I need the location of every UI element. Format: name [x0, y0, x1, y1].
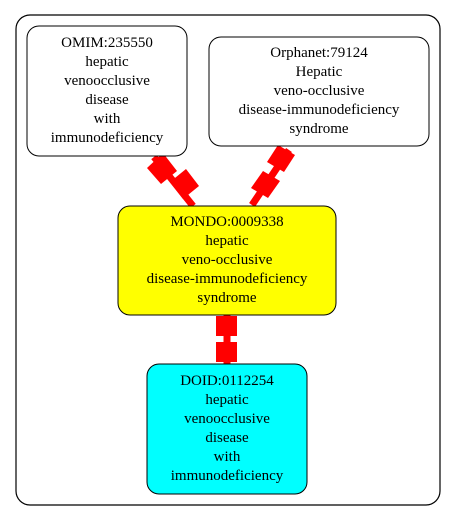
edge-orphanet-to-mondo — [249, 145, 295, 207]
node-omim-box — [26, 25, 188, 157]
node-mondo-box — [117, 205, 337, 316]
node-orphanet-line: veno-occlusive — [274, 83, 365, 99]
node-omim-line: disease — [85, 92, 129, 108]
node-omim-line: hepatic — [85, 54, 129, 70]
node-doid-line: hepatic — [205, 392, 249, 408]
edge-mondo-to-doid — [216, 315, 237, 364]
node-doid[interactable]: DOID:0112254 hepatic venoocclusive disea… — [146, 363, 308, 495]
node-mondo[interactable]: MONDO:0009338 hepatic veno-occlusive dis… — [117, 205, 337, 316]
node-orphanet-line: Orphanet:79124 — [270, 45, 368, 61]
node-orphanet[interactable]: Orphanet:79124 Hepatic veno-occlusive di… — [208, 36, 430, 147]
node-doid-line: disease — [205, 430, 249, 446]
node-mondo-line: MONDO:0009338 — [170, 214, 283, 230]
node-orphanet-box — [208, 36, 430, 147]
node-mondo-line: syndrome — [197, 290, 257, 306]
edge-arrowhead — [267, 145, 295, 172]
node-mondo-line: disease-immunodeficiency — [147, 271, 308, 287]
node-mondo-line: veno-occlusive — [182, 252, 273, 268]
node-orphanet-line: Hepatic — [296, 64, 343, 80]
node-omim[interactable]: OMIM:235550 hepatic venoocclusive diseas… — [26, 25, 188, 157]
node-omim-line: immunodeficiency — [51, 130, 164, 146]
node-doid-line: venoocclusive — [184, 411, 270, 427]
node-doid-line: immunodeficiency — [171, 468, 284, 484]
node-omim-line: venoocclusive — [64, 73, 150, 89]
cluster-frame — [15, 14, 441, 506]
node-doid-box — [146, 363, 308, 495]
edge-arrowhead — [216, 316, 237, 336]
edge-omim-to-mondo — [147, 153, 199, 209]
edge-arrowhead — [251, 171, 280, 198]
node-doid-line: DOID:0112254 — [180, 373, 274, 389]
edge-arrowhead — [216, 342, 237, 362]
edge-arrowhead — [147, 153, 177, 184]
node-doid-line: with — [214, 449, 241, 465]
node-orphanet-line: disease-immunodeficiency — [239, 102, 400, 118]
node-orphanet-line: syndrome — [289, 121, 349, 137]
node-mondo-line: hepatic — [205, 233, 249, 249]
node-omim-line: with — [94, 111, 121, 127]
node-omim-line: OMIM:235550 — [61, 35, 153, 51]
edge-arrowhead — [170, 169, 199, 199]
